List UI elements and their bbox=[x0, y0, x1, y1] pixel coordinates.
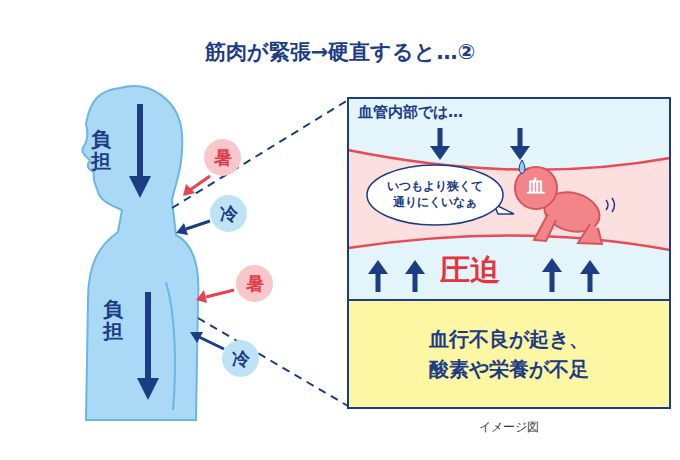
cold-arrow bbox=[176, 221, 224, 349]
vessel-lumen bbox=[348, 150, 670, 250]
panel-top-ground bbox=[348, 98, 670, 300]
load-label: 負担 bbox=[103, 298, 123, 342]
node-text: いつもより狭くて 通りにくいなぁ bbox=[382, 179, 488, 210]
vessel-wall bbox=[348, 235, 670, 250]
vessel-panel: 血管内部では… いつもより狭くて 通りにくいなぁ bbox=[348, 98, 670, 300]
panel-bottom-ground bbox=[348, 300, 670, 408]
title: 筋肉が緊張→硬直すると…② bbox=[0, 38, 680, 66]
zoom-line bbox=[172, 100, 348, 406]
load-arrow bbox=[129, 104, 159, 400]
blood-character bbox=[515, 167, 604, 244]
body-silhouette bbox=[82, 86, 198, 420]
panel-heading: 血管内部では… bbox=[348, 98, 670, 123]
load-label: 負担 bbox=[91, 128, 111, 172]
node-text: 血行不良が起き、 酸素や栄養が不足 bbox=[424, 324, 594, 384]
heat-circle: 暑 bbox=[204, 139, 241, 176]
panel-divider bbox=[348, 299, 670, 301]
motion-line bbox=[606, 198, 615, 212]
heat-circle: 暑 bbox=[236, 265, 273, 302]
cold-circle: 冷 bbox=[210, 195, 247, 232]
blood-face-label: 血 bbox=[521, 174, 551, 198]
speech-bubble-outline bbox=[367, 165, 503, 225]
panel-border bbox=[348, 98, 670, 408]
arm-line bbox=[166, 282, 175, 410]
node-text: 冷 bbox=[220, 202, 238, 225]
result-box: 血行不良が起き、 酸素や栄養が不足 bbox=[348, 300, 670, 408]
speech-bubble: いつもより狭くて 通りにくいなぁ bbox=[367, 165, 503, 225]
sweat-drop bbox=[519, 160, 525, 174]
node-text: 暑 bbox=[214, 146, 232, 169]
caption: イメージ図 bbox=[348, 419, 670, 436]
vessel-wall bbox=[348, 150, 670, 170]
node-text: 冷 bbox=[232, 347, 250, 370]
compression-label: 圧迫 bbox=[440, 250, 500, 291]
cold-circle: 冷 bbox=[222, 340, 259, 377]
node-text: 暑 bbox=[246, 272, 264, 295]
